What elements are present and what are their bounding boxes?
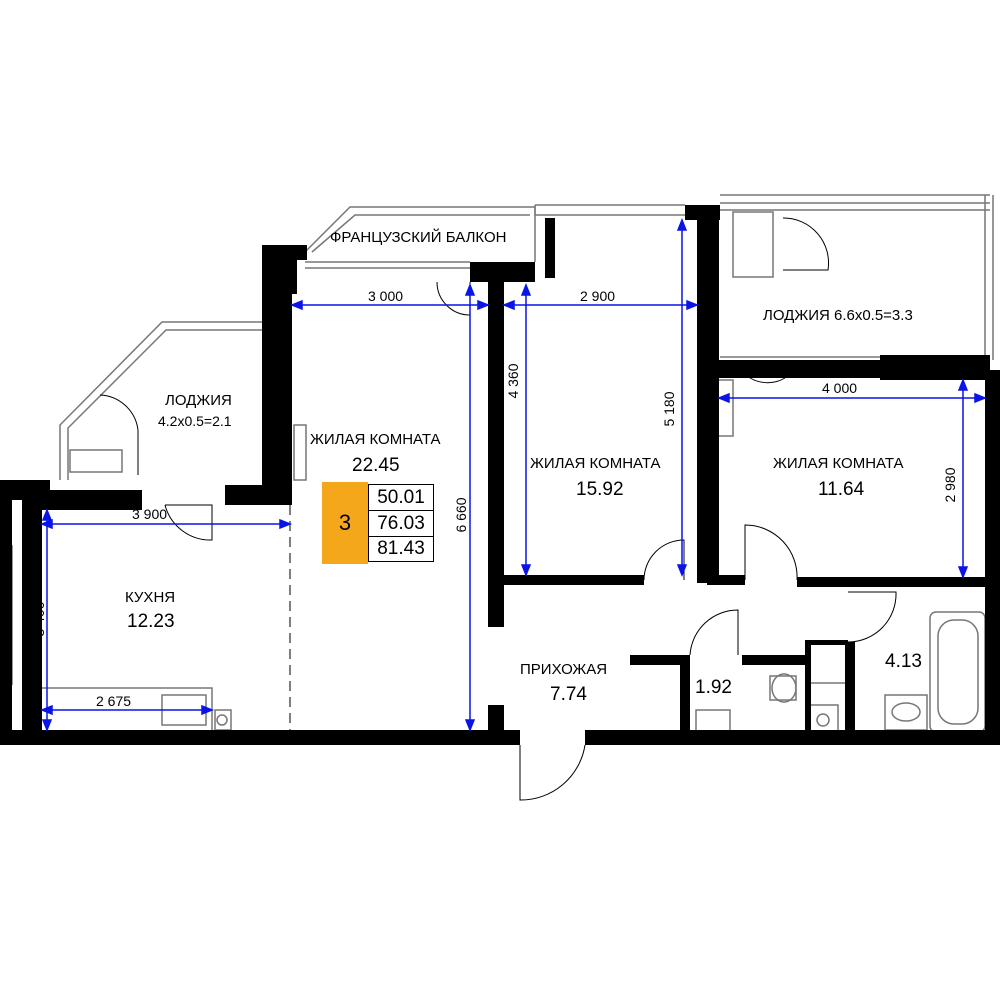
dim-living1-depth: 6 660 bbox=[453, 497, 469, 533]
dim-living1-width: 3 000 bbox=[368, 288, 404, 304]
dim-corridor-depth: 5 180 bbox=[661, 391, 677, 427]
dim-living3-width: 4 000 bbox=[822, 380, 858, 396]
living3-name: ЖИЛАЯ КОМНАТА bbox=[773, 455, 904, 472]
area-summary-badge: 3 50.01 76.03 81.43 bbox=[322, 482, 436, 564]
dim-living3-depth: 2 980 bbox=[942, 467, 958, 503]
doors-layer bbox=[99, 217, 897, 801]
dimension-lines bbox=[39, 217, 988, 733]
living2-area: 15.92 bbox=[576, 479, 624, 500]
walls-layer bbox=[0, 205, 1000, 745]
living-area-value: 50.01 bbox=[368, 484, 434, 510]
living2-name: ЖИЛАЯ КОМНАТА bbox=[530, 455, 661, 472]
loggia-right-label: ЛОДЖИЯ 6.6х0.5=3.3 bbox=[763, 307, 913, 324]
total-area-value: 76.03 bbox=[368, 510, 434, 536]
dim-kitchen-depth: 3 400 bbox=[31, 601, 47, 637]
loggia-left-name: ЛОДЖИЯ bbox=[165, 392, 232, 409]
rooms-count: 3 bbox=[322, 482, 368, 564]
dim-kitchen-width: 3 900 bbox=[132, 506, 168, 522]
dim-kitchen-counter: 2 675 bbox=[96, 693, 132, 709]
hall-area: 7.74 bbox=[550, 684, 587, 705]
hall-name: ПРИХОЖАЯ bbox=[520, 661, 608, 678]
dim-living2-depth: 4 360 bbox=[505, 363, 521, 399]
kitchen-area: 12.23 bbox=[127, 611, 175, 632]
area-with-loggia-value: 81.43 bbox=[368, 536, 434, 562]
dim-living2-width: 2 900 bbox=[580, 288, 616, 304]
living1-name: ЖИЛАЯ КОМНАТА bbox=[310, 431, 441, 448]
kitchen-name: КУХНЯ bbox=[125, 589, 176, 606]
toilet-area: 1.92 bbox=[695, 677, 732, 698]
french-balcony-label: ФРАНЦУЗСКИЙ БАЛКОН bbox=[330, 229, 507, 246]
living1-area: 22.45 bbox=[352, 455, 400, 476]
bathroom-area: 4.13 bbox=[885, 651, 922, 672]
loggia-left-size: 4.2х0.5=2.1 bbox=[158, 413, 232, 429]
living3-area: 11.64 bbox=[818, 479, 865, 500]
